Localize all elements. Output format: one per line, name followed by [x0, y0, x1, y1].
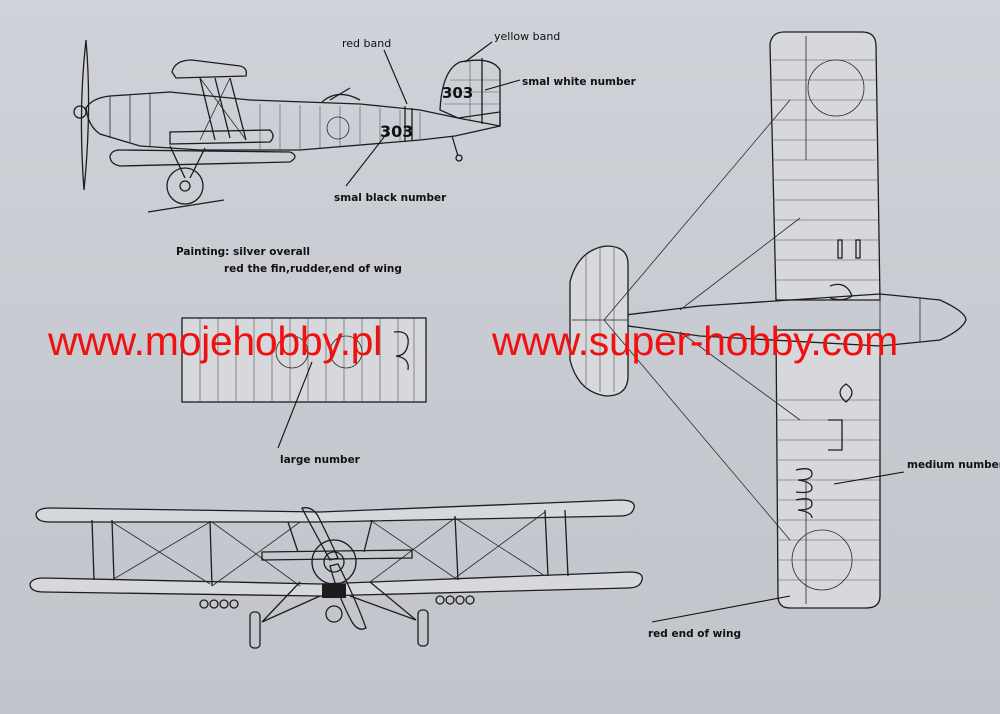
front-wheel-left — [249, 611, 261, 649]
side-wheel — [166, 167, 204, 205]
label-large-number: large number — [280, 454, 360, 466]
front-wheel-right — [417, 609, 429, 647]
watermark-super-hobby: www.super-hobby.com — [492, 318, 898, 364]
top-wing-lower-half — [775, 329, 881, 609]
side-torpedo — [109, 149, 296, 167]
top-fuselage — [599, 293, 967, 347]
propeller — [80, 39, 90, 191]
front-bombs-left — [199, 599, 239, 609]
roundel-side — [326, 116, 350, 140]
lower-wing-plan — [181, 317, 427, 403]
spinner — [73, 105, 87, 119]
fuselage — [85, 91, 501, 151]
side-lower-wing — [169, 129, 274, 145]
label-medium-number: medium number — [907, 459, 1000, 471]
front-engine — [311, 539, 357, 585]
lower-wing-outline — [181, 317, 427, 403]
label-smal-black-number: smal black number — [334, 192, 447, 204]
side-fin-rudder — [439, 59, 501, 127]
side-upper-wing — [171, 59, 248, 79]
label-red-end-of-wing: red end of wing — [648, 628, 741, 640]
top-roundel-upper — [807, 59, 865, 117]
label-smal-white-number: smal white number — [522, 76, 636, 88]
front-upper-wing — [35, 499, 635, 523]
front-bombs-right — [435, 595, 475, 605]
painting-line-2: red the fin,rudder,end of wing — [224, 263, 402, 275]
label-yellow-band: yellow band — [494, 30, 561, 43]
front-propeller-upper — [301, 507, 339, 561]
side-black-number: 303 — [380, 122, 413, 141]
side-view: 303 303 — [73, 39, 501, 213]
top-wing-upper-half — [769, 31, 881, 301]
top-tailplane — [569, 245, 629, 397]
watermark-mojehobby: www.mojehobby.pl — [48, 318, 382, 364]
label-red-band: red band — [342, 37, 392, 50]
top-roundel-lower — [791, 529, 853, 591]
front-view — [29, 499, 643, 649]
painting-line-1: Painting: silver overall — [176, 246, 310, 258]
fin-white-number: 303 — [442, 84, 473, 102]
top-view — [569, 31, 967, 609]
